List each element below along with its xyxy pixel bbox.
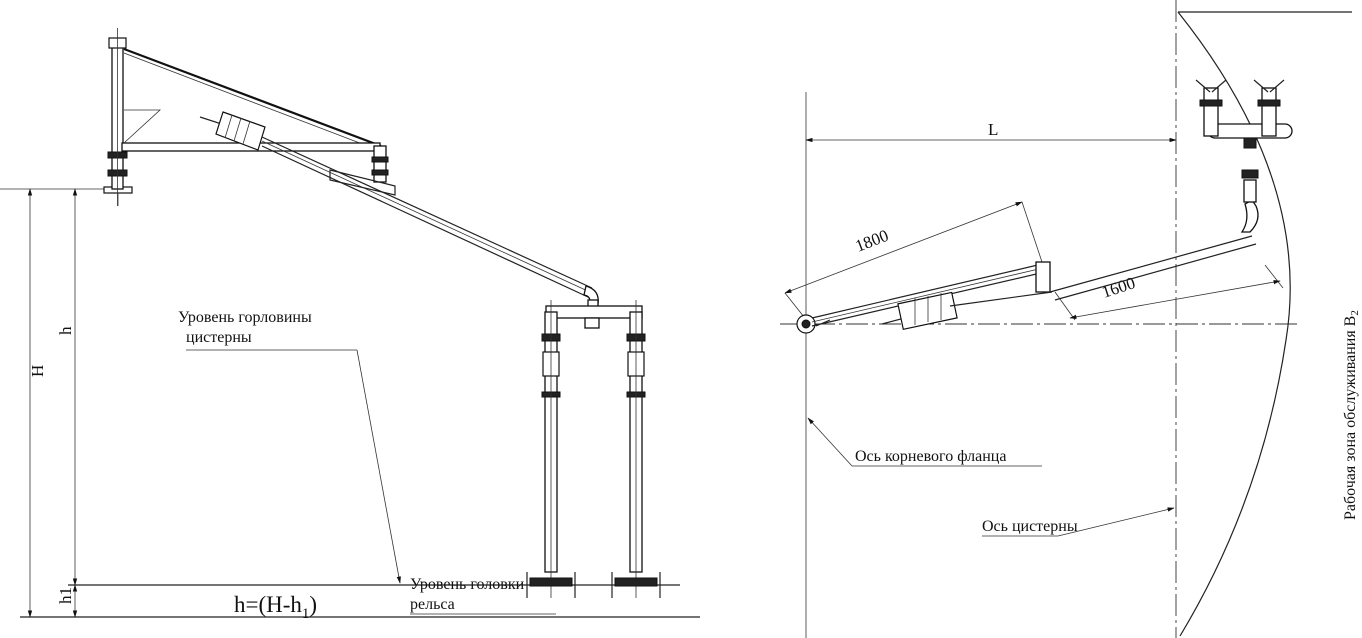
- service-zone-subscript: 2: [1349, 310, 1361, 316]
- neck-level-label-line2: цистерны: [186, 329, 252, 346]
- height-formula: h=(H-h1): [234, 592, 317, 622]
- root-flange-axis-label: Ось корневого фланца: [855, 448, 1006, 465]
- arm-section-1600: [1049, 169, 1259, 301]
- inclined-loading-arm: [261, 136, 599, 305]
- plan-view: L 1800 1600: [780, 0, 1361, 638]
- tank-axis-callout: Ось цистерны: [982, 507, 1175, 537]
- height-formula-close: ): [309, 592, 317, 617]
- rail-level-callout: Уровень головки рельса: [410, 576, 556, 615]
- root-flange: [796, 314, 831, 334]
- counterweight: [199, 111, 266, 151]
- plan-counterweight: [881, 291, 1053, 331]
- manifold-assembly: [526, 299, 661, 598]
- height-formula-base: h=(H-h: [234, 592, 302, 617]
- service-zone-text: Рабочая зона обслуживания В: [1342, 316, 1359, 520]
- dimension-L-label: L: [988, 120, 998, 139]
- upper-brace-rod: [123, 47, 382, 148]
- neck-level-callout: Уровень горловины цистерны: [178, 309, 401, 584]
- tank-axis-label: Ось цистерны: [982, 518, 1078, 535]
- dimension-1800-label: 1800: [853, 226, 892, 256]
- dimension-h-label: h: [56, 326, 75, 335]
- service-zone-arc: [1177, 11, 1291, 637]
- dimension-h: h: [56, 188, 78, 586]
- root-flange-axis-callout: Ось корневого фланца: [807, 417, 1042, 467]
- dimension-1600: 1600: [1054, 264, 1284, 321]
- dimension-1600-label: 1600: [1099, 273, 1137, 302]
- dimension-H-label: H: [28, 365, 47, 377]
- column-post: [103, 28, 133, 206]
- dimension-h1: h1: [56, 584, 78, 618]
- rail-level-label-line1: Уровень головки: [410, 576, 525, 593]
- rail-level-label-line2: рельса: [410, 596, 455, 613]
- height-formula-subscript: 1: [302, 606, 310, 622]
- side-elevation-view: H h h1: [0, 28, 700, 622]
- neck-level-label-line1: Уровень горловины: [178, 309, 312, 326]
- plan-manifold: [1195, 79, 1293, 149]
- service-zone-label: Рабочая зона обслуживания В2: [1342, 310, 1361, 520]
- dimension-L: L: [805, 120, 1177, 143]
- dimension-h1-label: h1: [56, 587, 75, 604]
- dimension-H: H: [27, 188, 47, 618]
